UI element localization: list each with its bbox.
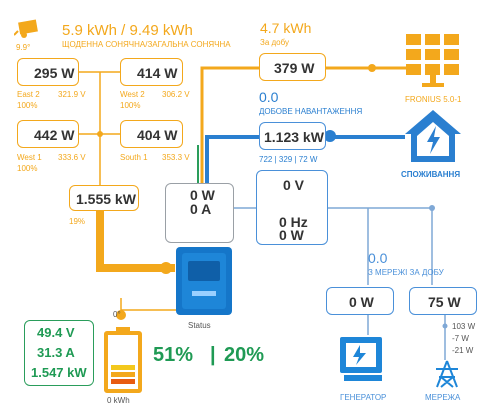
- generator-icon: [340, 337, 382, 381]
- house-bolt-icon: [405, 110, 461, 162]
- string-pct: 100%: [17, 101, 38, 110]
- solar-panel-icon: [406, 34, 459, 87]
- grid-label: МЕРЕЖА: [425, 393, 461, 402]
- load-daily-label: ДОБОВЕ НАВАНТАЖЕННЯ: [259, 107, 363, 116]
- battery-soc-secondary: 20%: [224, 344, 265, 366]
- grid-phase-2: -7 W: [452, 334, 469, 343]
- solar-daily-label: ЩОДЕННА СОНЯЧНА/ЗАГАЛЬНА СОНЯЧНА: [62, 40, 231, 49]
- load-daily: 0.0: [259, 89, 279, 105]
- string-voltage: 306.2 V: [162, 90, 190, 99]
- fronius-daily: 4.7 kWh: [260, 20, 312, 36]
- string-name: West 1: [17, 153, 42, 162]
- battery-soc: 51%: [153, 344, 194, 366]
- string-power: 404 W: [137, 127, 178, 143]
- string-east2-box[interactable]: 295 W: [17, 58, 79, 86]
- string-power: 295 W: [34, 65, 75, 81]
- generator-power-box[interactable]: 0 W: [326, 287, 394, 315]
- solar-daily-total: 5.9 kWh / 9.49 kWh: [62, 22, 193, 39]
- inverter-current: 0 A: [190, 201, 212, 217]
- battery-cap: [116, 327, 130, 332]
- ac-frequency: 0 Hz: [279, 214, 308, 230]
- sun-icon: [14, 19, 38, 38]
- load-label: СПОЖИВАННЯ: [401, 170, 461, 179]
- string-pct: 100%: [17, 164, 38, 173]
- grid-daily-label: З МЕРЕЖІ ЗА ДОБУ: [368, 268, 444, 277]
- generator-power: 0 W: [349, 294, 374, 310]
- mppt-pct: 19%: [69, 217, 86, 226]
- string-power: 442 W: [34, 127, 75, 143]
- string-west1-box[interactable]: 442 W: [17, 120, 79, 148]
- inverter-status-box[interactable]: 0 W 0 A: [165, 183, 234, 243]
- grid-daily: 0.0: [368, 250, 388, 266]
- string-voltage: 333.6 V: [58, 153, 86, 162]
- battery-energy: 0 kWh: [107, 396, 130, 405]
- string-name: East 2: [17, 90, 40, 99]
- grid-power-box[interactable]: 75 W: [409, 287, 477, 315]
- battery-stats-box[interactable]: 49.4 V 31.3 A 1.547 kW: [24, 320, 94, 386]
- power-tower-icon: [436, 360, 458, 388]
- battery-current: 31.3 A: [37, 345, 75, 360]
- inverter-power: 0 W: [190, 187, 215, 203]
- fronius-power: 379 W: [274, 60, 315, 76]
- string-pct: 100%: [120, 101, 141, 110]
- battery-icon: [104, 331, 142, 393]
- load-detail: 722 | 329 | 72 W: [259, 155, 318, 164]
- string-voltage: 353.3 V: [162, 153, 190, 162]
- load-power: 1.123 kW: [264, 129, 324, 145]
- string-name: West 2: [120, 90, 145, 99]
- sun-angle: 9.9°: [16, 43, 31, 52]
- inverter-device-icon[interactable]: [176, 247, 232, 315]
- fronius-power-box[interactable]: 379 W: [259, 53, 326, 81]
- string-name: South 1: [120, 153, 148, 162]
- battery-soc-separator: |: [210, 344, 216, 366]
- fronius-label: FRONIUS 5.0-1: [405, 95, 462, 104]
- grid-phase-3: -21 W: [452, 346, 474, 355]
- generator-label: ГЕНЕРАТОР: [340, 393, 387, 402]
- string-power: 414 W: [137, 65, 178, 81]
- mppt-power: 1.555 kW: [76, 191, 136, 207]
- ac-voltage: 0 V: [283, 177, 305, 193]
- battery-temp: 0°: [113, 310, 121, 319]
- battery-voltage: 49.4 V: [37, 325, 75, 340]
- grid-power: 75 W: [428, 294, 461, 310]
- string-west2-box[interactable]: 414 W: [120, 58, 183, 86]
- battery-power: 1.547 kW: [31, 365, 87, 380]
- fronius-daily-label: За добу: [260, 38, 290, 47]
- load-power-box[interactable]: 1.123 kW: [259, 122, 326, 150]
- mppt-total-box[interactable]: 1.555 kW: [69, 185, 139, 211]
- grid-phase-1: 103 W: [452, 322, 476, 331]
- ac-output-box[interactable]: 0 V 0 Hz 0 W: [256, 170, 328, 245]
- string-voltage: 321.9 V: [58, 90, 86, 99]
- inverter-status-label: Status: [188, 321, 211, 330]
- string-south1-box[interactable]: 404 W: [120, 120, 183, 148]
- ac-power: 0 W: [279, 227, 304, 243]
